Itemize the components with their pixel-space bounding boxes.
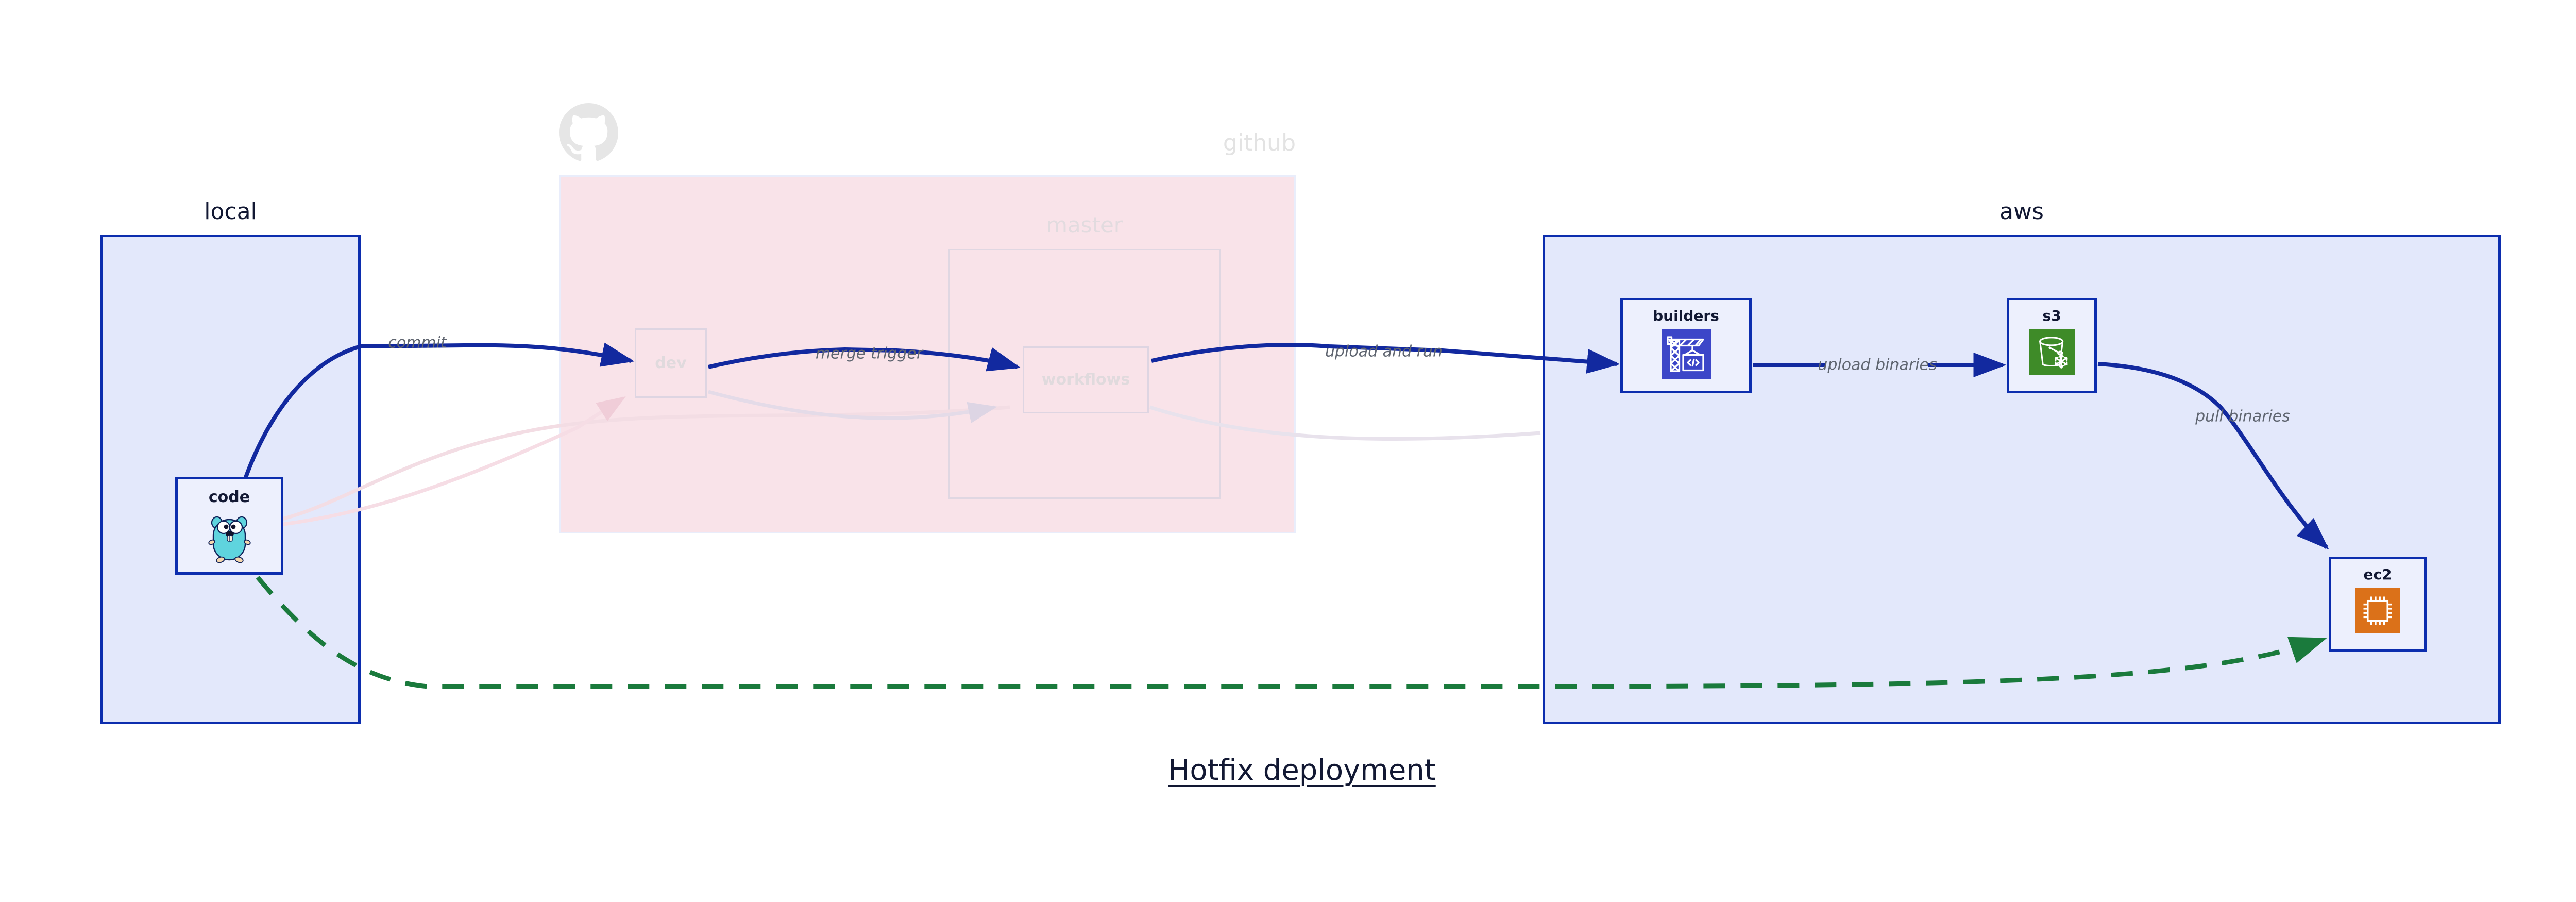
node-ec2-label: ec2 xyxy=(2363,566,2392,583)
edge-faded-code-to-workflows xyxy=(242,405,1010,528)
edge-upload-and-run[interactable] xyxy=(1151,343,1620,374)
go-gopher-icon xyxy=(207,512,251,563)
subzone-master[interactable] xyxy=(948,249,1221,499)
edge-pull-binaries[interactable] xyxy=(2097,362,2329,550)
edge-faded-dev-inbound xyxy=(242,396,626,530)
edge-faded-dev-to-workflows xyxy=(708,390,997,423)
edge-merge-trigger[interactable] xyxy=(708,347,1021,372)
node-s3-label: s3 xyxy=(2042,307,2061,324)
aws-ec2-icon xyxy=(2355,588,2400,633)
node-code[interactable]: code xyxy=(175,477,283,575)
aws-codebuild-icon xyxy=(1661,329,1711,379)
node-dev[interactable]: dev xyxy=(635,328,707,398)
zone-local-label: local xyxy=(204,198,257,225)
node-code-label: code xyxy=(208,488,250,506)
edge-label-upload-binaries: upload binaries xyxy=(1818,356,1937,374)
edge-label-commit: commit xyxy=(388,333,447,352)
node-workflows[interactable]: workflows xyxy=(1023,346,1149,413)
edge-commit[interactable] xyxy=(241,342,635,486)
edge-label-pull-binaries: pull binaries xyxy=(2195,407,2290,426)
zone-aws-label: aws xyxy=(1999,198,2044,225)
subzone-master-label: master xyxy=(1046,212,1123,238)
node-s3[interactable]: s3 xyxy=(2007,298,2097,393)
diagram-title: Hotfix deployment xyxy=(1168,754,1436,787)
zone-github-label: github xyxy=(1223,130,1296,156)
node-workflows-label: workflows xyxy=(1041,371,1130,389)
edge-label-merge-trigger: merge trigger xyxy=(815,344,923,363)
edge-hotfix-direct[interactable] xyxy=(256,576,2327,689)
edge-label-upload-and-run: upload and run xyxy=(1325,342,1443,361)
aws-s3-glacier-icon xyxy=(2029,329,2075,375)
edge-faded-workflows-to-aws xyxy=(1149,405,1541,441)
node-dev-label: dev xyxy=(655,354,687,372)
node-builders-label: builders xyxy=(1653,307,1719,324)
github-octocat-icon xyxy=(559,103,618,162)
node-ec2[interactable]: ec2 xyxy=(2329,557,2427,652)
node-builders[interactable]: builders xyxy=(1620,298,1752,393)
